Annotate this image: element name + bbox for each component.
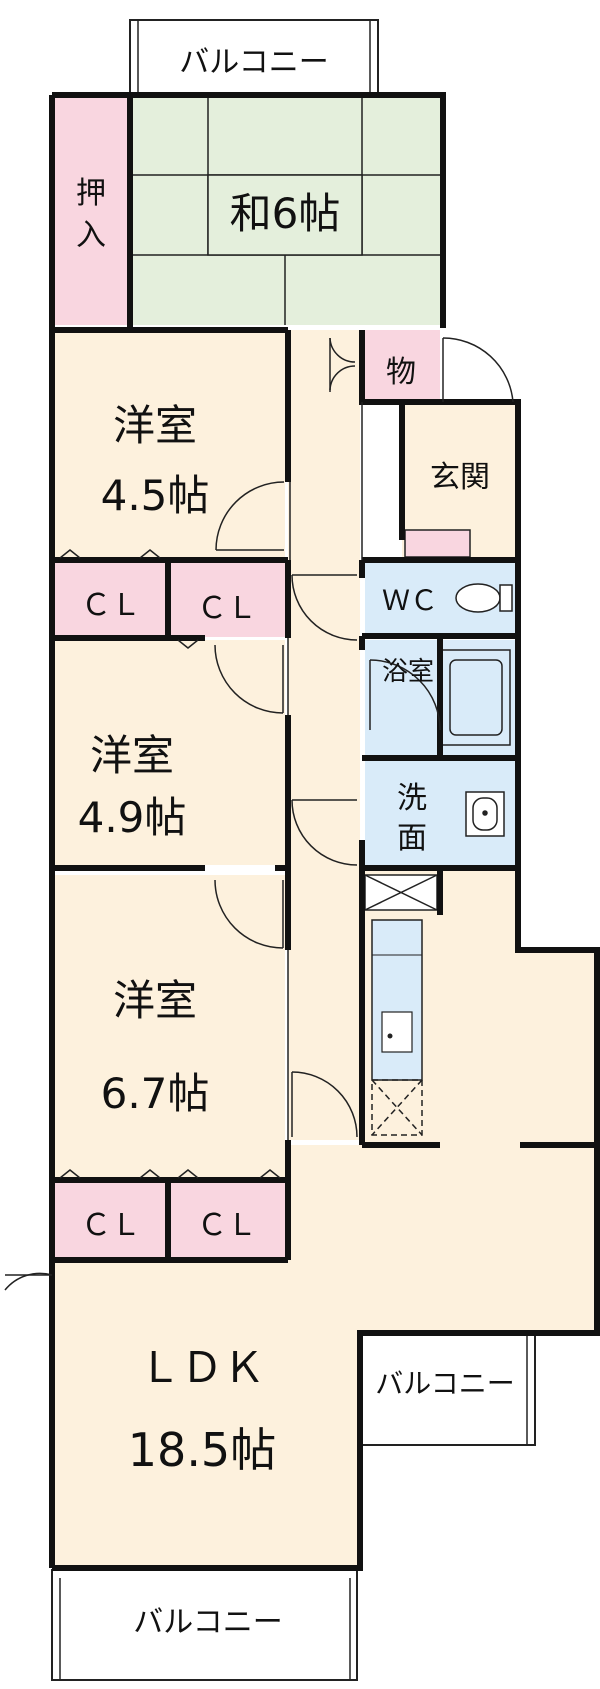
kitchen-sink [381, 1011, 413, 1053]
hallway-floor [288, 330, 360, 1140]
closet-row-1 [55, 562, 285, 637]
thin-walls [287, 402, 363, 1140]
youshitsu1-size: 4.5帖 [101, 471, 210, 520]
bathtub-icon [441, 649, 511, 746]
pipe-shaft [364, 874, 438, 911]
oshiire-floor [55, 98, 127, 325]
youshitsu3-name: 洋室 [113, 976, 197, 1025]
balcony-right [359, 1329, 536, 1446]
genkan-step [404, 529, 471, 558]
closet-label-1: ＣＬ [81, 588, 141, 623]
closet-label-4: ＣＬ [197, 1208, 257, 1243]
fridge-space [371, 1079, 423, 1136]
balcony-bottom-label: バルコニー [133, 1605, 282, 1640]
closet-ticks [59, 549, 281, 1179]
balcony-right-label: バルコニー [375, 1367, 514, 1400]
ldk-size: 18.5帖 [128, 1423, 276, 1477]
youshitsu3-floor [55, 875, 285, 1180]
youshitsu3-size: 6.7帖 [101, 1069, 210, 1118]
youshitsu1-floor [55, 332, 285, 559]
balcony-bottom [51, 1569, 358, 1681]
balcony-top-label: バルコニー [179, 45, 328, 80]
closet-label-2: ＣＬ [197, 591, 257, 626]
wc-label: ＷＣ [382, 584, 438, 617]
youshitsu2-size: 4.9帖 [78, 793, 187, 842]
youshitsu1-name: 洋室 [113, 401, 197, 450]
yokushitsu-label: 浴室 [382, 657, 434, 687]
youshitsu2-floor [55, 640, 285, 865]
oshiire-label-top: 押 [76, 176, 106, 211]
mono-floor [362, 330, 440, 400]
kitchen-counter [371, 919, 423, 1081]
walls [49, 92, 600, 1571]
washitsu-floor [130, 98, 440, 325]
basin-icon [465, 791, 505, 837]
youshitsu2-name: 洋室 [90, 731, 174, 780]
toilet-icon [455, 583, 513, 613]
oshiire-label-bottom: 入 [76, 218, 106, 253]
ldk-floor [55, 870, 595, 1565]
washitsu-label: 和6帖 [230, 189, 341, 238]
senmen-label-top: 洗 [397, 781, 427, 816]
mono-label: 物 [386, 355, 416, 390]
closet-row-2 [55, 1182, 285, 1257]
ldk-name: ＬＤＫ [139, 1343, 265, 1392]
senmen-label-bottom: 面 [397, 821, 427, 856]
genkan-label: 玄関 [430, 460, 490, 495]
doors [4, 337, 514, 1291]
closet-label-3: ＣＬ [81, 1208, 141, 1243]
